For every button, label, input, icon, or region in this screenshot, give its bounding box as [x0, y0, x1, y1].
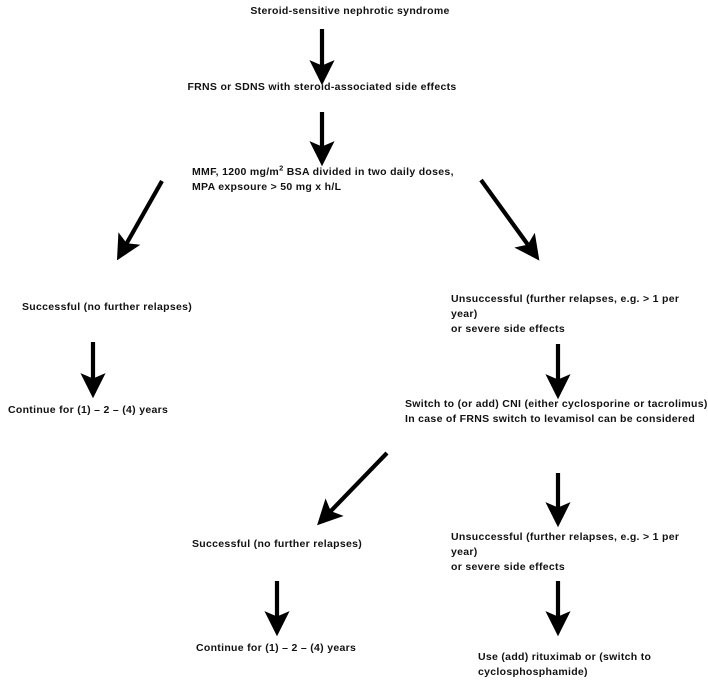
node-unsuccessful-relapses-upper: Unsuccessful (further relapses, e.g. > 1… [451, 293, 680, 335]
mmf-line2: MPA expsoure > 50 mg x h/L [192, 181, 342, 193]
mmf-superscript-2: 2 [279, 163, 284, 173]
arrow-n7-n8-successful [317, 451, 389, 526]
mmf-line1-part2: BSA divided in two daily doses, [283, 166, 454, 178]
node-successful-no-further-relapses-left: Successful (no further relapses) [22, 301, 193, 313]
node-successful-no-further-relapses-middle: Successful (no further relapses) [192, 538, 363, 550]
node-unsuccessful-relapses-lower: Unsuccessful (further relapses, e.g. > 1… [451, 531, 680, 573]
arrow-n3-n4-successful [116, 179, 164, 261]
node-continue-years-middle: Continue for (1) – 2 – (4) years [196, 642, 357, 654]
node-switch-to-cni: Switch to (or add) CNI (either cyclospor… [405, 398, 708, 425]
node-steroid-sensitive-nephrotic-syndrome: Steroid-sensitive nephrotic syndrome [250, 5, 450, 17]
node-continue-years-left: Continue for (1) – 2 – (4) years [8, 404, 169, 416]
node-frns-or-sdns-side-effects: FRNS or SDNS with steroid-associated sid… [187, 81, 457, 93]
mmf-line1-part1: MMF, 1200 mg/m [192, 166, 280, 178]
node-mmf-dosing: MMF, 1200 mg/m2 BSA divided in two daily… [192, 163, 454, 195]
arrow-n3-n6-unsuccessful [479, 178, 540, 261]
node-use-rituximab-or-cyclophosphamide: Use (add) rituximab or (switch to cyclos… [478, 651, 652, 678]
